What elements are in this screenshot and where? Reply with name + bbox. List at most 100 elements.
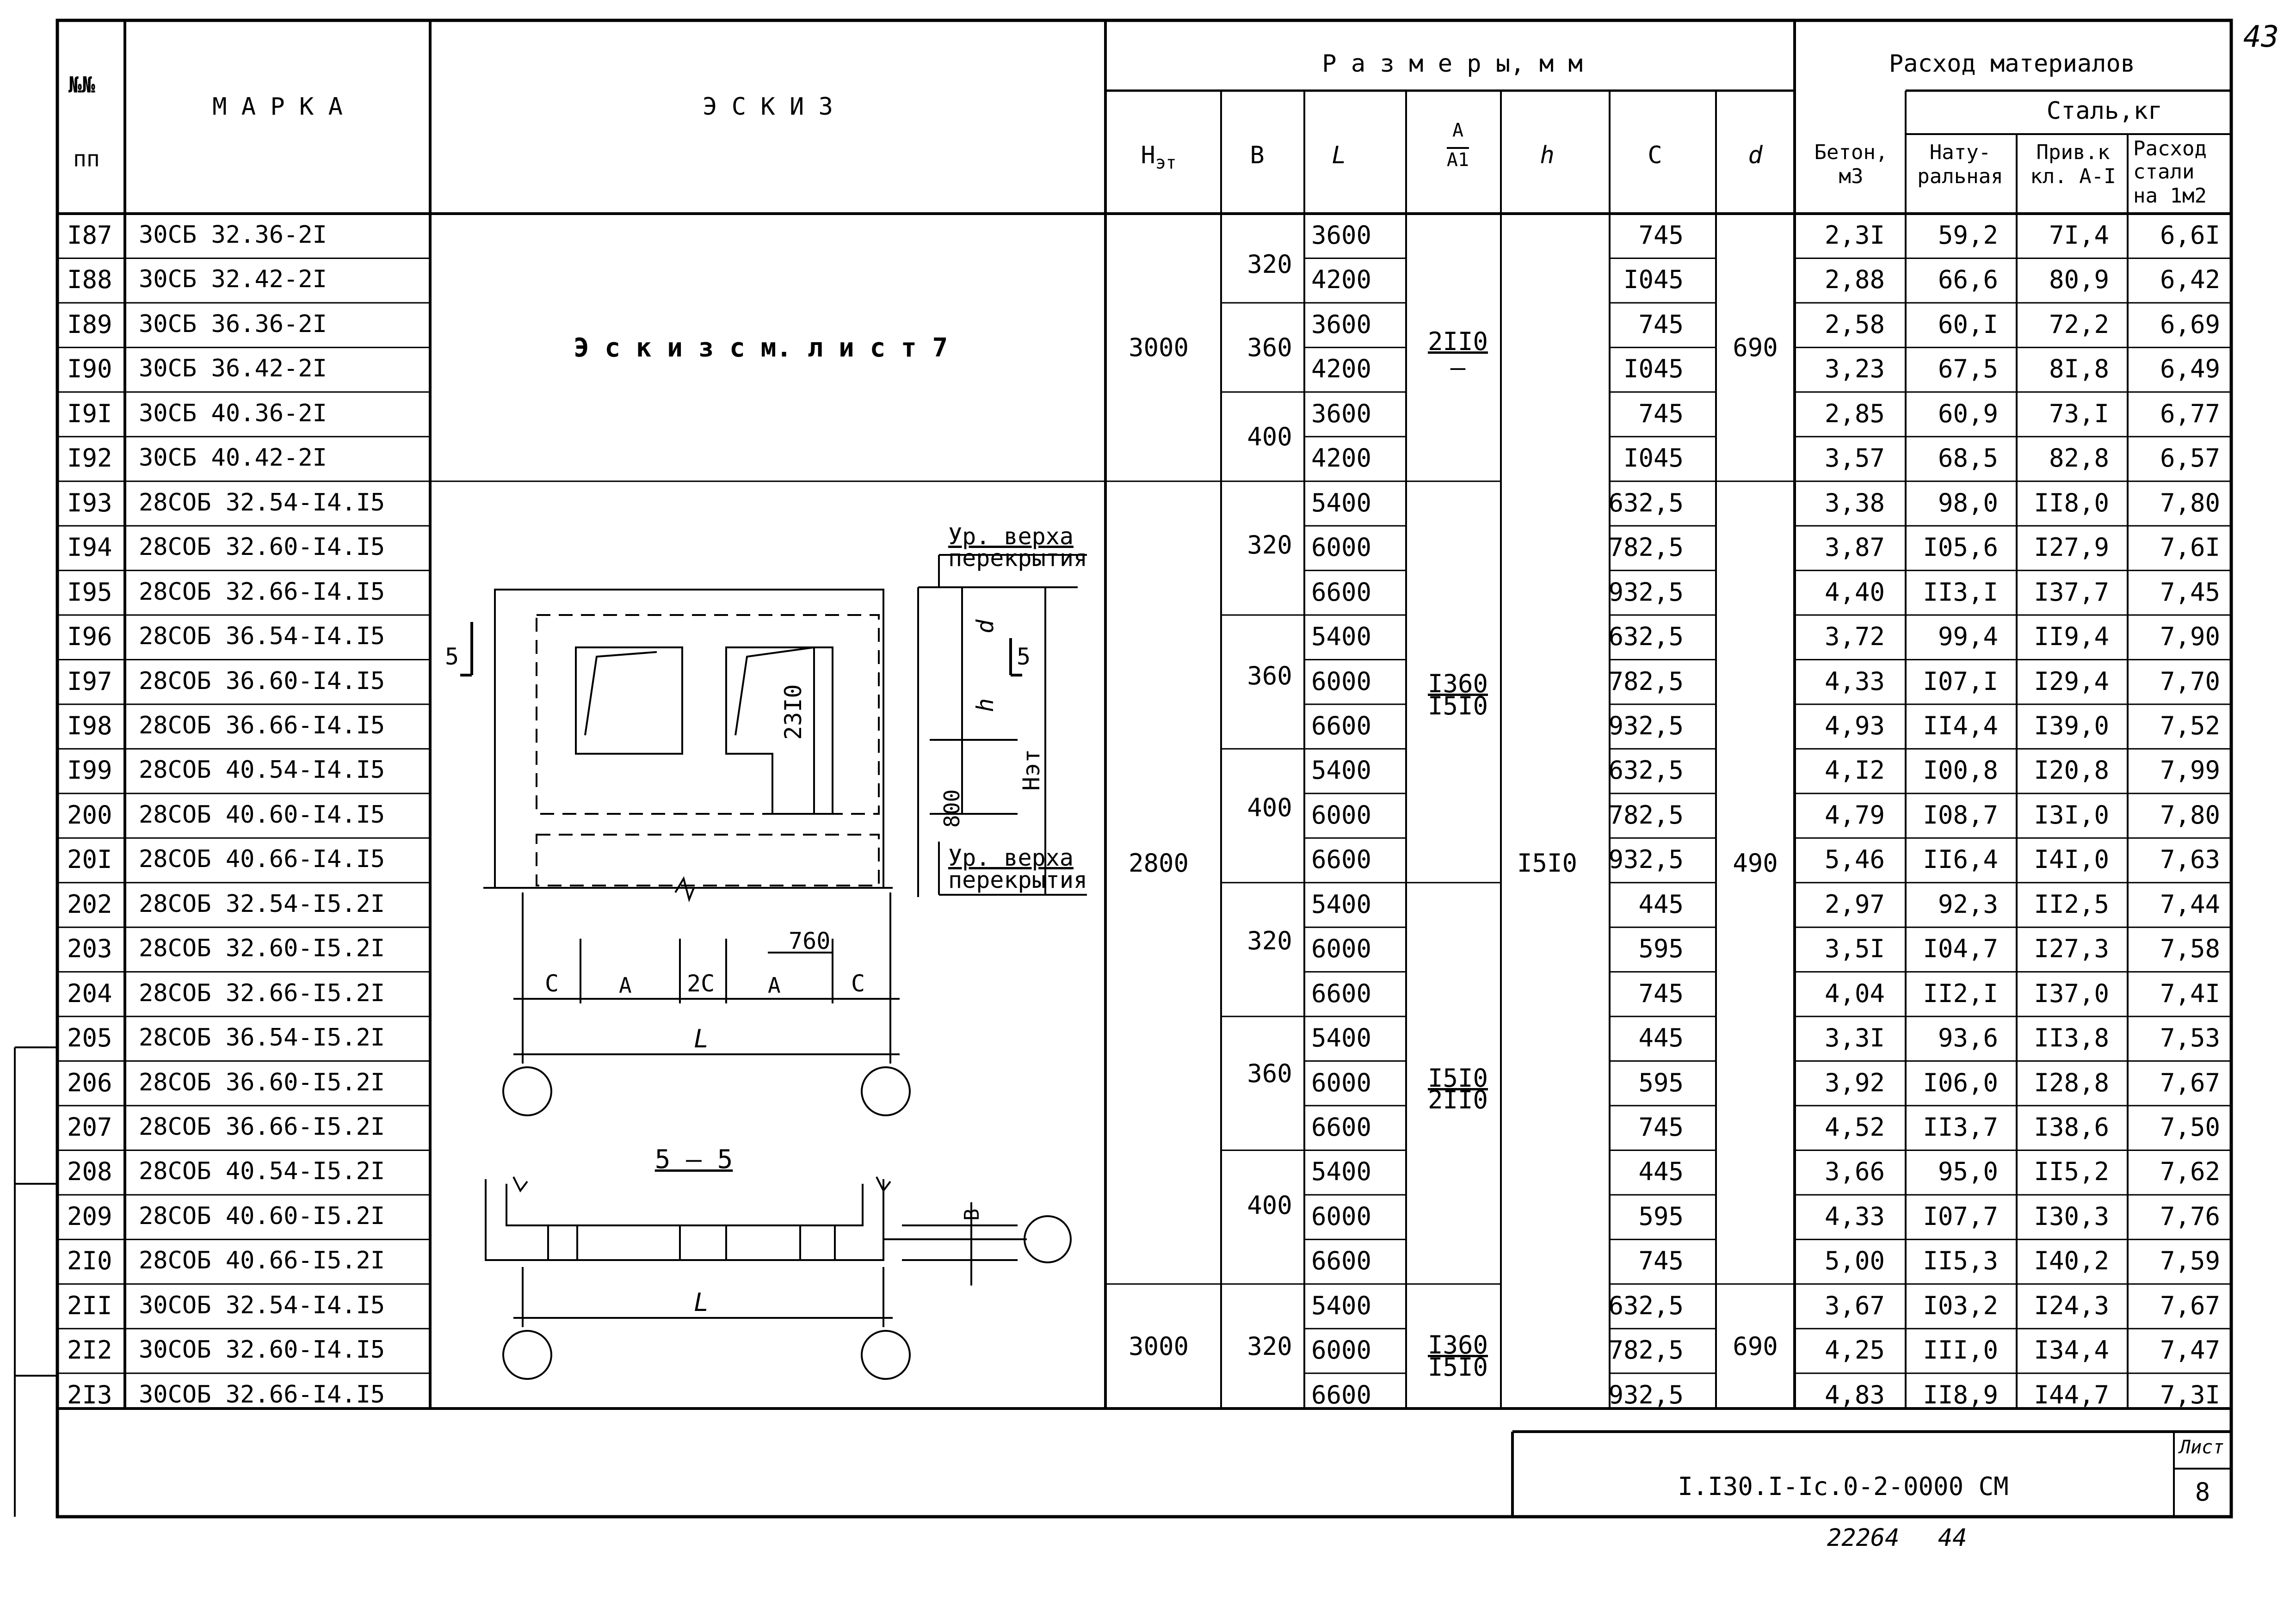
cell-l: 5400 [1311,488,1372,517]
cell-priv: I27,9 [2034,533,2109,562]
cell-n: 207 [67,1113,112,1142]
cell-nat: II8,9 [1923,1380,1998,1409]
cell-c: I045 [1623,443,1684,473]
cell-nat: 60,9 [1938,399,1998,428]
cell-n: 206 [67,1068,112,1097]
cell-rash: 7,45 [2160,577,2220,607]
cell-priv: II3,8 [2034,1023,2109,1053]
cell-nat: 95,0 [1938,1157,1998,1187]
cell-marka: 28СОБ 36.54-I4.I5 [139,622,385,651]
cell-priv: I27,3 [2034,934,2109,964]
sketch-ur-bot-2: перекрытия [948,867,1088,893]
header-rashod: Расход материалов [1889,50,2136,78]
cell-c: 932,5 [1608,711,1684,740]
cell-marka: 28СОБ 40.66-I4.I5 [139,845,385,874]
cell-n: 209 [67,1201,112,1231]
cell-priv: 7I,4 [2049,221,2109,250]
cell-priv: I24,3 [2034,1291,2109,1320]
cell-marka: 30СБ 36.42-2I [139,355,327,383]
header-a-top: A [1452,120,1464,141]
d-690b: 690 [1733,1332,1778,1361]
sketch-label-l2: L [694,1288,709,1317]
cell-priv: I39,0 [2034,711,2109,740]
cell-nat: II5,3 [1923,1246,1998,1276]
header-eskiz: Э С К И З [703,93,833,121]
cell-c: I045 [1623,354,1684,384]
header-rash-2: стали [2133,160,2195,184]
cell-nat: II3,7 [1923,1113,1998,1142]
cell-n: I94 [67,533,112,562]
cell-priv: I3I,0 [2034,800,2109,830]
cell-marka: 28СОБ 36.60-I5.2I [139,1068,385,1096]
cell-l: 6000 [1311,666,1372,696]
header-stal: Сталь,кг [2046,97,2163,125]
cell-l: 3600 [1311,221,1372,250]
header-num-bottom: пп [73,146,100,172]
cell-n: 200 [67,800,112,830]
cell-n: I99 [67,756,112,785]
header-nat-1: Нату- [1929,141,1991,164]
header-het-main: H [1141,141,1155,169]
cell-priv: I30,3 [2034,1201,2109,1231]
cell-c: 745 [1638,309,1684,339]
cell-n: 20I [67,845,112,874]
cell-nat: 59,2 [1938,221,1998,250]
cell-beton: 3,87 [1824,533,1885,562]
cell-l: 6000 [1311,1201,1372,1231]
sketch-ur-top-1: Ур. верха [948,523,1074,550]
cell-rash: 6,42 [2160,265,2220,295]
cell-priv: 80,9 [2049,265,2109,295]
header-het: Hэт [1141,143,1176,171]
cell-c: 632,5 [1608,756,1684,785]
drawing-code: I.I30.I-Iс.0-2-0000 СМ [1678,1472,2009,1501]
header-b: B [1250,141,1265,169]
cell-l: 5400 [1311,1023,1372,1053]
header-rash-3: на 1м2 [2133,184,2207,208]
a-1360-top: I360 [1427,669,1488,698]
cell-marka: 28СОБ 36.54-I5.2I [139,1024,385,1052]
cell-c: I045 [1623,265,1684,295]
cell-l: 6000 [1311,533,1372,562]
cell-l: 6000 [1311,1335,1372,1365]
b-360b: 360 [1247,661,1292,690]
cell-beton: 3,72 [1824,622,1885,652]
header-beton-1: Бетон, [1814,141,1888,164]
cell-l: 5400 [1311,622,1372,652]
cell-n: 203 [67,934,112,964]
cell-rash: 6,77 [2160,399,2220,428]
cell-l: 5400 [1311,1291,1372,1320]
cell-c: 932,5 [1608,577,1684,607]
cell-nat: I03,2 [1923,1291,1998,1320]
cell-priv: I28,8 [2034,1068,2109,1097]
cell-beton: 4,52 [1824,1113,1885,1142]
cell-priv: 73,I [2049,399,2109,428]
cell-nat: I07,I [1923,666,1998,696]
cell-nat: I00,8 [1923,756,1998,785]
cell-rash: 6,69 [2160,309,2220,339]
cell-c: 932,5 [1608,845,1684,874]
cell-nat: 60,I [1938,309,1998,339]
cell-c: 445 [1638,889,1684,919]
cell-nat: 67,5 [1938,354,1998,384]
b-320b: 320 [1247,530,1292,560]
het-2800: 2800 [1128,849,1189,878]
cell-priv: 72,2 [2049,309,2109,339]
header-priv-2: кл. А-I [2030,165,2116,188]
cell-beton: 4,83 [1824,1380,1885,1409]
cell-c: 632,5 [1608,622,1684,652]
header-l: L [1332,141,1346,169]
cell-marka: 30СБ 32.36-2I [139,221,327,249]
sketch-ur-bot-1: Ур. верха [948,844,1074,871]
cell-l: 6600 [1311,845,1372,874]
cell-rash: 7,70 [2160,666,2220,696]
sheet-label: Лист [2179,1437,2224,1458]
cell-l: 6000 [1311,934,1372,964]
header-rash-1: Расход [2133,137,2207,160]
cell-priv: I40,2 [2034,1246,2109,1276]
b-400a: 400 [1247,422,1292,451]
cell-rash: 6,6I [2160,221,2220,250]
cell-c: 782,5 [1608,800,1684,830]
cell-c: 632,5 [1608,1291,1684,1320]
cell-nat: II4,4 [1923,711,1998,740]
cell-marka: 28СОБ 32.66-I5.2I [139,979,385,1007]
